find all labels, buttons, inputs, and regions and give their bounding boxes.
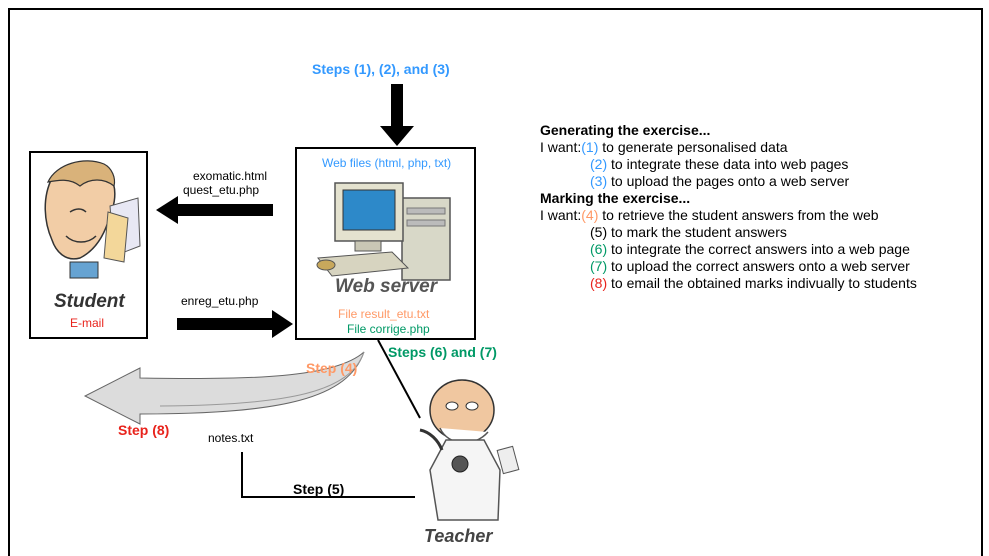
step4-label: Step (4) [306, 360, 358, 376]
file-corrige-label: File corrige.php [347, 322, 430, 336]
mark-num-7: (7) [590, 258, 608, 274]
diagram-frame [8, 8, 983, 556]
gen-text-3: to upload the pages onto a web server [607, 173, 850, 189]
gen-num-3: (3) [590, 173, 608, 189]
teacher-illustration [419, 379, 520, 521]
mark-item-6: (6) to integrate the correct answers int… [540, 241, 917, 258]
email-label: E-mail [70, 316, 105, 330]
gen-prefix: I want: [540, 139, 582, 155]
student-label: Student [54, 291, 125, 312]
mark-text-5: to mark the student answers [607, 224, 787, 240]
mark-num-4: (4) [581, 207, 599, 223]
steps-123-label: Steps (1), (2), and (3) [312, 61, 450, 77]
step5-label: Step (5) [293, 481, 345, 497]
gen-num-1: (1) [581, 139, 599, 155]
gen-item-3: (3) to upload the pages onto a web serve… [540, 173, 917, 190]
mark-item-4: I want:(4) to retrieve the student answe… [540, 207, 917, 224]
file-result-label: File result_etu.txt [338, 307, 430, 321]
left-arrow [156, 196, 273, 224]
student-illustration [44, 160, 141, 279]
mark-num-8: (8) [590, 275, 608, 291]
mark-item-5: (5) to mark the student answers [540, 224, 917, 241]
step5-line [241, 452, 415, 498]
generating-heading: Generating the exercise... [540, 122, 711, 138]
enreg-file-label: enreg_etu.php [181, 294, 259, 308]
mark-item-8: (8) to email the obtained marks indivual… [540, 275, 917, 292]
web-files-label: Web files (html, php, txt) [322, 156, 452, 170]
computer-illustration [316, 182, 451, 281]
gen-text-1: to generate personalised data [598, 139, 788, 155]
mark-text-4: to retrieve the student answers from the… [598, 207, 879, 223]
down-arrow [380, 84, 414, 146]
notes-file-label: notes.txt [208, 431, 254, 445]
gen-item-2: (2) to integrate these data into web pag… [540, 156, 917, 173]
step8-label: Step (8) [118, 422, 170, 438]
mark-text-6: to integrate the correct answers into a … [607, 241, 910, 257]
explanation-panel: Generating the exercise... I want:(1) to… [540, 122, 917, 292]
mark-text-7: to upload the correct answers onto a web… [607, 258, 910, 274]
web-server-box [295, 147, 476, 340]
curved-arrow [83, 350, 366, 425]
teacher-label: Teacher [424, 526, 493, 546]
marking-heading: Marking the exercise... [540, 190, 691, 206]
steps-67-label: Steps (6) and (7) [388, 344, 497, 360]
right-arrow [177, 310, 293, 338]
web-server-label: Web server [335, 276, 438, 297]
gen-num-2: (2) [590, 156, 608, 172]
gen-item-1: I want:(1) to generate personalised data [540, 139, 917, 156]
mark-num-6: (6) [590, 241, 608, 257]
exomatic-file-label: exomatic.html [193, 169, 268, 183]
mark-num-5: (5) [590, 224, 608, 240]
mark-prefix: I want: [540, 207, 582, 223]
quest-file-label: quest_etu.php [183, 183, 260, 197]
gen-text-2: to integrate these data into web pages [607, 156, 849, 172]
student-box [29, 151, 148, 339]
mark-item-7: (7) to upload the correct answers onto a… [540, 258, 917, 275]
server-teacher-line [377, 339, 421, 419]
mark-text-8: to email the obtained marks indivually t… [607, 275, 917, 291]
